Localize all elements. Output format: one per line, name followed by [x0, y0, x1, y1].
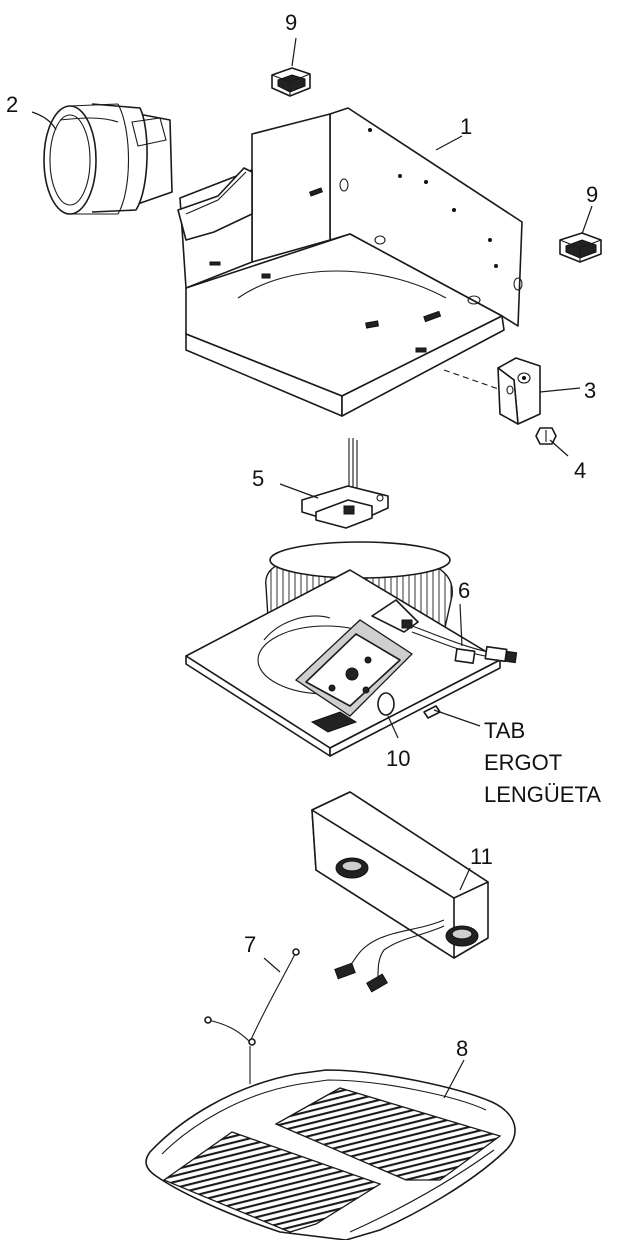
label-part-11: 11 [470, 844, 493, 869]
label-part-6: 6 [458, 578, 470, 603]
tab-note: TAB ERGOT LENGÜETA [484, 718, 601, 807]
part-9-clip-right [559, 232, 602, 263]
part-3-bracket [497, 357, 541, 425]
leader-tab [433, 709, 481, 727]
leader-5 [279, 483, 319, 499]
leader-9-right [581, 205, 593, 235]
label-part-4: 4 [574, 458, 586, 483]
leader-10 [387, 715, 399, 739]
leader-4 [549, 439, 569, 457]
label-part-2: 2 [6, 92, 18, 117]
part-4-screw [535, 427, 557, 445]
leader-lines [31, 37, 593, 1099]
label-part-3: 3 [584, 378, 596, 403]
part-9-clip-top [271, 67, 311, 97]
label-part-5: 5 [252, 466, 264, 491]
leader-1 [435, 135, 463, 151]
tab-note-line-2: ERGOT [484, 750, 562, 775]
label-part-7: 7 [244, 932, 256, 957]
part-7-ground-wire [204, 948, 300, 1084]
label-part-9-top: 9 [285, 10, 297, 35]
leader-3 [539, 387, 581, 393]
part-8-grille [145, 1069, 516, 1240]
part-1-housing [177, 107, 531, 417]
leader-6 [459, 603, 463, 647]
part-5-receptacle [301, 438, 389, 529]
leader-8 [443, 1059, 465, 1099]
label-part-8: 8 [456, 1036, 468, 1061]
part-11-light-module [311, 791, 489, 993]
leader-7 [263, 957, 281, 973]
part-10-grommet [377, 692, 395, 716]
leader-2 [31, 111, 57, 131]
leader-11 [459, 867, 471, 891]
part-2-duct-connector [43, 103, 173, 215]
label-part-1: 1 [460, 114, 472, 139]
tab-note-line-1: TAB [484, 718, 525, 743]
tab-note-line-3: LENGÜETA [484, 782, 601, 807]
label-part-10: 10 [386, 746, 410, 771]
part-labels: 9 2 1 9 3 4 5 6 10 11 7 8 [6, 10, 598, 1061]
part-6-blower-assembly [185, 541, 518, 757]
leader-9-top [291, 37, 297, 67]
label-part-9-right: 9 [586, 182, 598, 207]
